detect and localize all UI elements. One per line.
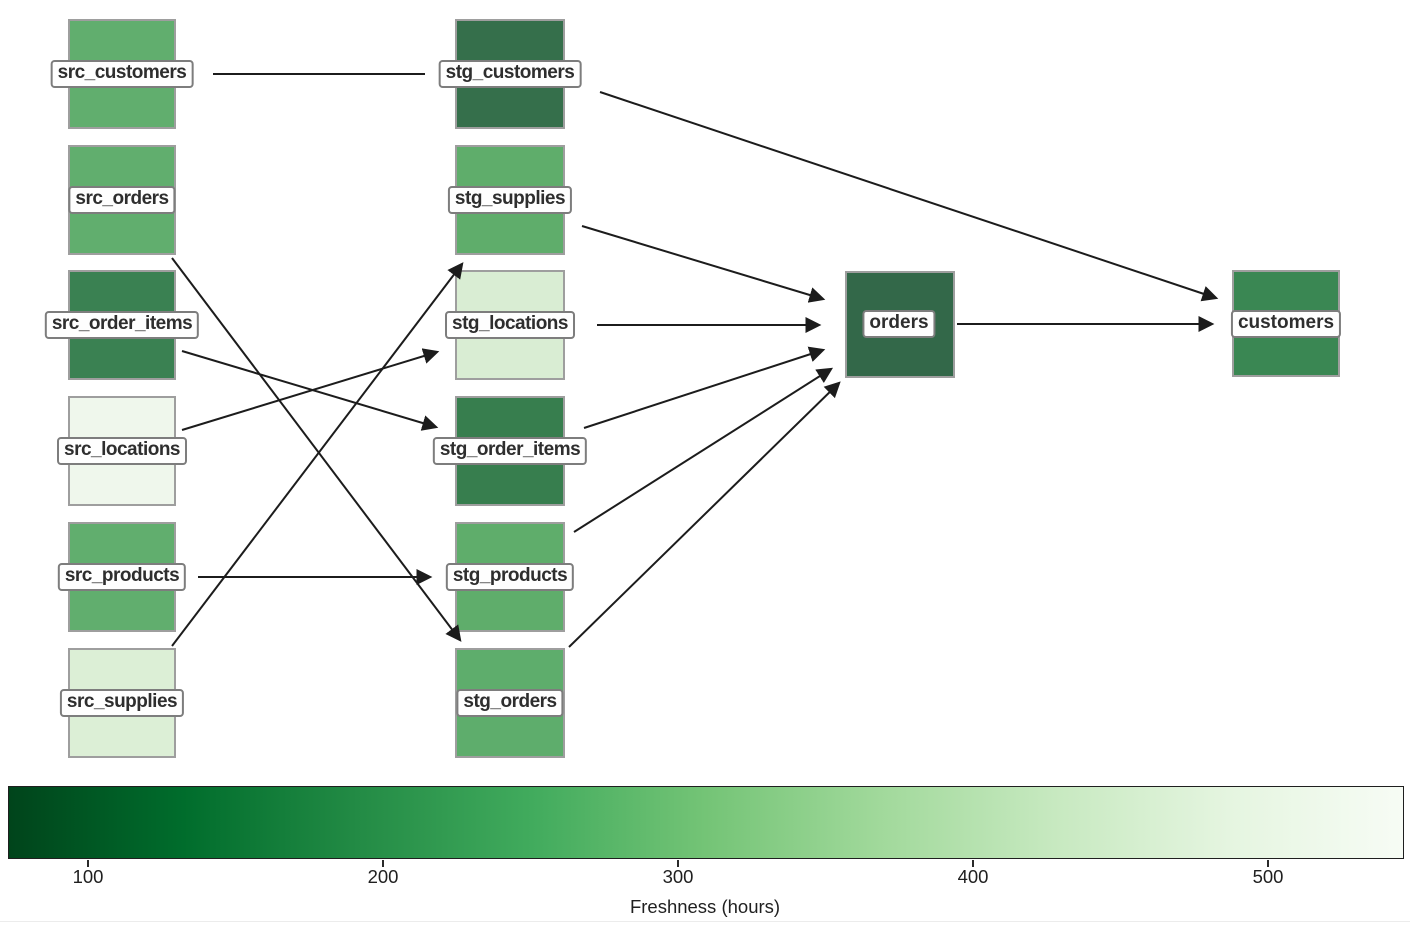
colorbar-tick-label-300: 300 — [662, 866, 694, 887]
node-label-stg_products: stg_products — [445, 563, 575, 591]
edges-group — [171, 73, 1219, 648]
colorbar-tick-label-200: 200 — [367, 866, 399, 887]
node-label-stg_order_items: stg_order_items — [432, 437, 588, 465]
edge-src_orders-to-stg_orders — [171, 257, 462, 642]
colorbar-tick-mark-100 — [87, 860, 89, 867]
node-label-customers: customers — [1230, 310, 1342, 338]
bottom-divider — [0, 921, 1410, 922]
edge-stg_supplies-to-orders — [581, 225, 826, 303]
colorbar-tick-label-500: 500 — [1252, 866, 1284, 887]
node-label-src_order_items: src_order_items — [44, 311, 200, 339]
freshness-colorbar — [8, 786, 1404, 859]
node-label-stg_customers: stg_customers — [438, 60, 582, 88]
node-label-stg_supplies: stg_supplies — [447, 186, 573, 214]
colorbar-tick-mark-300 — [677, 860, 679, 867]
node-label-src_supplies: src_supplies — [59, 689, 185, 717]
node-label-src_orders: src_orders — [68, 186, 176, 214]
colorbar-tick-label-100: 100 — [72, 866, 104, 887]
edge-stg_customers-to-customers — [599, 91, 1219, 302]
node-label-src_products: src_products — [57, 563, 187, 591]
edge-stg_products-to-orders — [573, 367, 834, 533]
node-label-stg_orders: stg_orders — [456, 689, 564, 717]
edge-stg_orders-to-orders — [568, 381, 841, 648]
node-label-src_customers: src_customers — [50, 60, 194, 88]
node-label-stg_locations: stg_locations — [445, 311, 575, 339]
colorbar-axis-label: Freshness (hours) — [629, 896, 781, 917]
colorbar-tick-mark-400 — [972, 860, 974, 867]
edge-stg_order_items-to-orders — [583, 346, 826, 429]
edge-src_supplies-to-stg_supplies — [171, 262, 464, 647]
node-label-orders: orders — [862, 310, 936, 338]
node-label-src_locations: src_locations — [57, 437, 187, 465]
colorbar-tick-mark-500 — [1267, 860, 1269, 867]
colorbar-tick-mark-200 — [382, 860, 384, 867]
colorbar-tick-label-400: 400 — [957, 866, 989, 887]
edge-src_order_items-to-stg_order_items — [181, 350, 439, 431]
edge-src_locations-to-stg_locations — [181, 348, 440, 431]
